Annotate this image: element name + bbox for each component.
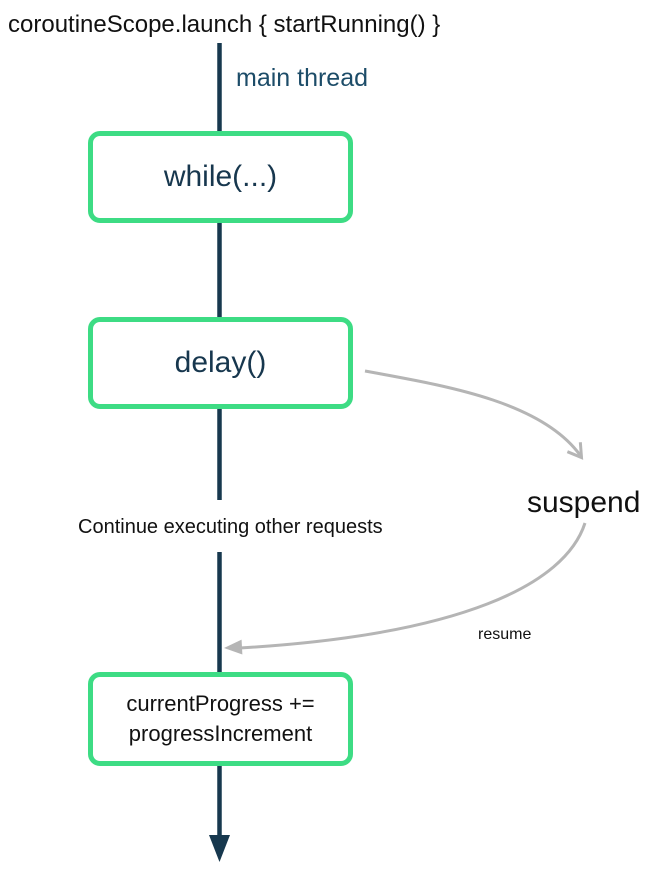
main-thread-arrowhead-icon	[209, 835, 230, 862]
suspend-arrowhead-icon	[566, 442, 584, 460]
node-while: while(...)	[88, 131, 353, 223]
suspend-arrow	[364, 369, 582, 456]
node-while-label: while(...)	[163, 160, 278, 193]
resume-label: resume	[478, 626, 532, 643]
node-progress-label-line2: progressIncrement	[128, 721, 313, 746]
resume-arrow	[239, 522, 587, 650]
main-thread-label: main thread	[236, 64, 369, 92]
suspend-label: suspend	[527, 486, 641, 519]
resume-arrowhead-icon	[224, 639, 243, 655]
node-delay: delay()	[88, 317, 353, 409]
node-progress: currentProgress += progressIncrement	[88, 672, 353, 766]
node-delay-label: delay()	[174, 346, 267, 379]
node-progress-label-line1: currentProgress +=	[126, 691, 315, 716]
continue-note-label: Continue executing other requests	[78, 516, 383, 538]
diagram-title: coroutineScope.launch { startRunning() }	[8, 11, 441, 38]
